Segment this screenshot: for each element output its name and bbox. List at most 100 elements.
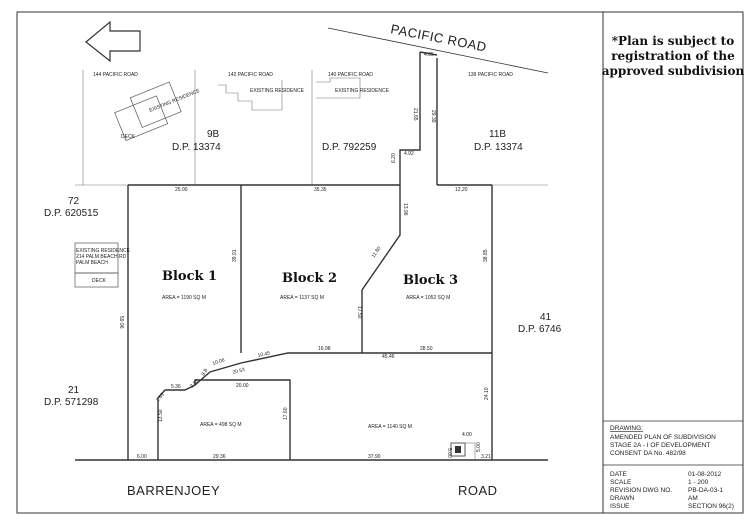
block-1-area: AREA = 1190 SQ M [162, 295, 206, 301]
residence-144-label: EXISTING RESIDENCE [149, 88, 202, 114]
drawing-line-2: STAGE 2A - I OF DEVELOPMENT [610, 442, 710, 449]
dim-label: 28.50 [420, 346, 433, 352]
tb-date-label: DATE [610, 471, 628, 478]
dp-13374-right: D.P. 13374 [474, 142, 523, 153]
existing-residence-142 [218, 80, 283, 111]
lot-4-area: AREA = 498 SQ M [200, 422, 242, 428]
dp-13374-left: D.P. 13374 [172, 142, 221, 153]
dim-label: 20.53 [232, 367, 246, 376]
dim-label: 37.90 [368, 454, 381, 460]
dim-label: 4.92 [404, 151, 414, 157]
pacific-road-label: PACIFIC ROAD [389, 21, 488, 54]
dim-label: 2.65 [155, 392, 166, 403]
tb-drawn-label: DRAWN [610, 495, 635, 502]
tb-revision-value: PB-DA-03-1 [688, 487, 723, 494]
residence-142-label: EXISTING RESIDENCE [250, 88, 305, 94]
access-handle-top [419, 51, 438, 56]
existing-residence-140 [316, 77, 361, 99]
dp-571298-label: D.P. 571298 [44, 397, 99, 408]
pacific-road-edge [327, 27, 549, 74]
dim-label: 4.00 [462, 432, 472, 438]
lot-21-label: 21 [68, 385, 80, 396]
dim-label: 45.46 [382, 354, 395, 360]
block3-west-boundary [361, 185, 401, 353]
block-2-area: AREA = 1137 SQ M [280, 295, 324, 301]
dim-label: 39.91 [232, 249, 238, 262]
kiosk-icon [455, 446, 461, 453]
dim-label: 38.85 [483, 249, 489, 262]
dim-label: 6.20 [391, 153, 397, 163]
tb-date-value: 01-08-2012 [688, 471, 722, 478]
residence-140-label: EXISTING RESIDENCE [335, 88, 390, 94]
lot-142-label: 142 PACIFIC ROAD [228, 72, 273, 78]
dim-label: 17.60 [283, 407, 289, 420]
dim-label: 29.36 [213, 454, 226, 460]
residence-72-label: EXISTING RESIDENCE [76, 248, 131, 254]
dim-label: 5.36 [171, 384, 181, 390]
dim-label: 25.00 [175, 187, 188, 193]
tb-scale-label: SCALE [610, 479, 632, 486]
existing-residence-144 [114, 81, 182, 141]
deck-72 [74, 272, 119, 288]
lot-9b-label: 9B [207, 129, 220, 140]
dim-label: 10.06 [212, 357, 226, 367]
dim-label: 35.35 [314, 187, 327, 193]
access-handle-boundary [399, 52, 421, 185]
dim-label: 2.57 [189, 378, 200, 389]
lot-11b-label: 11B [489, 129, 506, 140]
dp-620515-label: D.P. 620515 [44, 208, 99, 219]
suburb-72-label: PALM BEACH [76, 260, 108, 266]
north-arrow-icon [85, 20, 141, 63]
note-line-3: approved subdivision [602, 64, 745, 78]
road-label: ROAD [458, 483, 498, 498]
dim-label: 12.20 [455, 187, 468, 193]
dim-label: 11.80 [371, 246, 383, 260]
lot4-lot5-boundary [194, 379, 291, 460]
dim-label: 29.39 [430, 110, 436, 123]
dim-label: 13.96 [402, 203, 408, 216]
dim-label: 16.98 [318, 346, 331, 352]
dim-label: 6.00 [137, 454, 147, 460]
tb-issue-value: SECTION 96(2) [688, 503, 734, 510]
tb-revision-label: REVISION DWG NO. [610, 487, 672, 494]
address-72-label: 214 PALM BEACH RD [76, 254, 127, 260]
drawing-line-1: AMENDED PLAN OF SUBDIVISION [610, 434, 716, 441]
block-3-area: AREA = 1052 SQ M [406, 295, 450, 301]
dim-label: 13.50 [158, 409, 164, 422]
tb-drawn-value: AM [688, 495, 698, 502]
block-3-label: Block 3 [403, 273, 458, 288]
block-1-label: Block 1 [162, 269, 217, 284]
dim-label: 59.96 [118, 316, 124, 329]
dim-label: 24.10 [484, 387, 490, 400]
dim-label: 8.8 [201, 368, 210, 377]
dim-label: 21.65 [412, 108, 418, 121]
note-line-1: *Plan is subject to [612, 34, 734, 48]
dim-label: 5.00 [476, 442, 482, 452]
dim-label: 3.21 [481, 454, 491, 460]
lot-41-label: 41 [540, 312, 552, 323]
tb-scale-value: 1 - 200 [688, 479, 709, 486]
kiosk-box [450, 442, 466, 457]
dim-label: 20.00 [236, 383, 249, 389]
dim-label: 10.45 [257, 350, 271, 359]
lot-72-label: 72 [68, 196, 80, 207]
drawing-frame [16, 11, 744, 514]
dp-6746-label: D.P. 6746 [518, 324, 562, 335]
deck-72-label: DECK [92, 278, 107, 284]
block-2-label: Block 2 [282, 271, 337, 286]
lot-138-label: 138 PACIFIC ROAD [468, 72, 513, 78]
dp-792259-label: D.P. 792259 [322, 142, 377, 153]
barrenjoey-road-label: BARRENJOEY [127, 483, 220, 498]
lot-144-label: 144 PACIFIC ROAD [93, 72, 138, 78]
rear-lots-boundary [157, 352, 492, 460]
dim-label: 5.00 [446, 448, 452, 458]
drawing-label: DRAWING: [610, 425, 643, 432]
note-line-2: registration of the [611, 49, 735, 63]
tb-issue-label: ISSUE [610, 503, 630, 510]
dim-label: 17.50 [356, 306, 362, 319]
dim-label: 4.05 [424, 52, 434, 58]
lot-140-label: 140 PACIFIC ROAD [328, 72, 373, 78]
deck-144-label: DECK [121, 134, 136, 140]
lot-5-area: AREA = 1140 SQ M [368, 424, 412, 430]
